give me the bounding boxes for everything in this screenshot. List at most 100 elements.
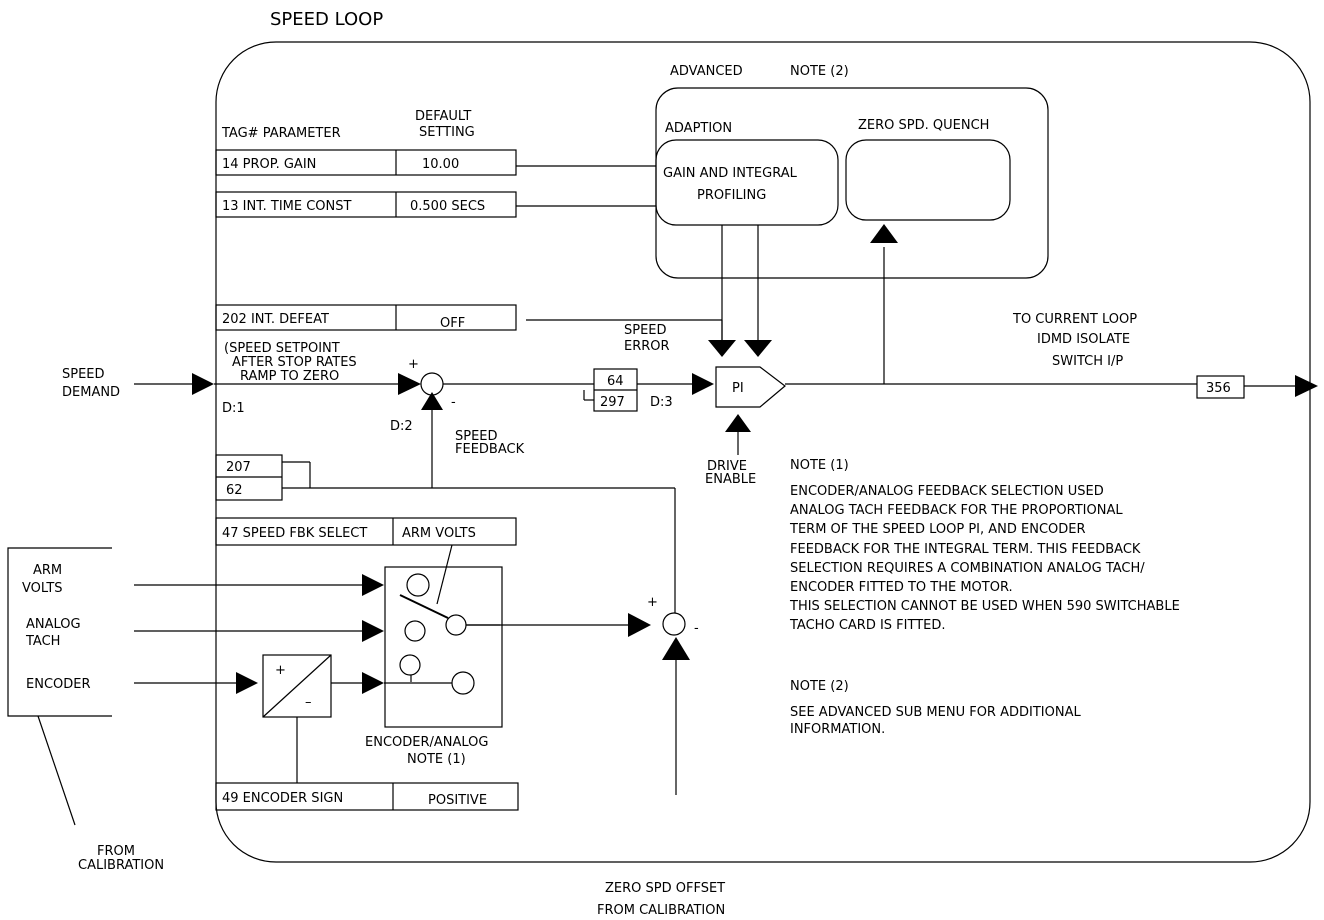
arrow-to-offset-junction [628,613,651,637]
advanced-note: NOTE (2) [790,64,849,79]
note1-line: TACHO CARD IS FITTED. [789,618,946,633]
drive-enable-line2: ENABLE [705,472,756,487]
adaption-box-line2: PROFILING [697,188,766,203]
diag-d2: D:2 [390,419,413,434]
tag-207: 207 [226,460,251,475]
encoder-analog-line1: ENCODER/ANALOG [365,735,488,750]
zero-offset-line1: ZERO SPD OFFSET [605,881,725,896]
input-analog-tach-line1: ANALOG [26,617,81,632]
note1-line: ENCODER/ANALOG FEEDBACK SELECTION USED [790,484,1104,499]
arrow-drive-enable [725,414,751,432]
pi-block [715,366,786,408]
speed-feedback-line2: FEEDBACK [455,442,525,457]
to-current-loop-line1: TO CURRENT LOOP [1012,312,1137,327]
note1-line: ENCODER FITTED TO THE MOTOR. [790,580,1013,595]
tag-62: 62 [226,483,243,498]
speed-error-line1: SPEED [624,323,667,338]
advanced-label: ADVANCED [670,64,743,79]
param-int-time [215,191,517,218]
drive-enable-line1: DRIVE [707,459,747,474]
param-prop-gain-value: 10.00 [422,157,459,172]
adaption-label: ADAPTION [665,121,732,136]
param-int-defeat [215,304,517,331]
speed-error-line2: ERROR [624,339,670,354]
setpoint-note-line2: AFTER STOP RATES [232,355,357,370]
summing-junction-offset [662,612,686,636]
note1-title: NOTE (1) [790,458,849,473]
param-header-default2: SETTING [419,125,475,140]
adaption-box-line1: GAIN AND INTEGRAL [663,166,798,181]
zero-offset-line2: FROM CALIBRATION [597,903,725,918]
diagram-title: SPEED LOOP [270,9,383,30]
input-arm-volts-line1: ARM [33,563,62,578]
arrow-pi-top-right [744,340,772,357]
tag-297: 297 [600,395,625,410]
tag-box-356 [1196,375,1245,399]
note1-line: THIS SELECTION CANNOT BE USED WHEN 590 S… [789,599,1180,614]
setpoint-note-line1: (SPEED SETPOINT [224,341,340,356]
param-enc-sign-value: POSITIVE [428,793,487,808]
param-prop-gain-name: 14 PROP. GAIN [222,157,316,172]
diag-d3: D:3 [650,395,673,410]
param-header-tag: TAG# PARAMETER [221,126,341,141]
input-bracket [7,547,112,717]
converter-plus: + [275,663,286,678]
arrow-zero-offset [662,637,690,660]
arrow-arm-volts [362,574,384,596]
note1-line: ANALOG TACH FEEDBACK FOR THE PROPORTIONA… [790,503,1123,518]
pi-label: PI [732,381,744,396]
param-fbk-select-value: ARM VOLTS [402,526,476,541]
param-int-time-name: 13 INT. TIME CONST [222,199,352,214]
note1-line: FEEDBACK FOR THE INTEGRAL TERM. THIS FEE… [790,542,1141,557]
param-int-time-value: 0.500 SECS [410,199,485,214]
input-analog-tach-line2: TACH [25,634,60,649]
summing-junction-main [420,372,444,396]
note1-line: SELECTION REQUIRES A COMBINATION ANALOG … [790,561,1145,576]
input-encoder: ENCODER [26,677,91,692]
quench-box [845,139,1011,221]
param-enc-sign [215,782,519,811]
junction-plus: + [408,357,419,372]
arrow-encoder-converter [236,672,258,694]
feedback-selector-box [384,566,503,728]
speed-feedback-line1: SPEED [455,429,498,444]
arrow-output [1295,375,1318,397]
param-header-default1: DEFAULT [415,109,471,124]
from-calibration-line1: FROM [97,844,135,859]
note2-line: INFORMATION. [790,722,885,737]
param-fbk-select [215,517,517,546]
offset-junction-plus: + [647,595,658,610]
param-int-defeat-value: OFF [440,316,465,331]
speed-demand-line2: DEMAND [62,385,120,400]
arrow-to-junction [398,373,421,395]
arrow-speed-demand [192,373,214,395]
speed-demand-line1: SPEED [62,367,105,382]
tag-356: 356 [1206,381,1231,396]
adaption-box [655,139,839,226]
param-prop-gain [215,149,517,176]
tag-64: 64 [607,374,624,389]
arrow-converter-selector [362,672,384,694]
quench-label: ZERO SPD. QUENCH [858,118,989,133]
note2-title: NOTE (2) [790,679,849,694]
param-int-defeat-name: 202 INT. DEFEAT [222,312,329,327]
junction-minus: - [451,395,456,410]
arrow-to-quench [870,224,898,243]
input-arm-volts-line2: VOLTS [22,581,63,596]
to-current-loop-line3: SWITCH I/P [1052,354,1123,369]
converter-minus: – [305,695,312,710]
arrow-feedback-up [421,392,443,410]
encoder-analog-line2: NOTE (1) [407,752,466,767]
arrow-to-pi [692,373,714,395]
speed-loop-frame [215,41,1311,863]
note2-line: SEE ADVANCED SUB MENU FOR ADDITIONAL [790,705,1081,720]
param-enc-sign-name: 49 ENCODER SIGN [222,791,343,806]
diag-d1: D:1 [222,401,245,416]
arrow-analog-tach [362,620,384,642]
arrow-pi-top-left [708,340,736,357]
note1-line: TERM OF THE SPEED LOOP PI, AND ENCODER [789,522,1086,537]
offset-junction-minus: - [694,621,699,636]
advanced-block [655,87,1049,279]
from-calibration-line2: CALIBRATION [78,858,164,873]
